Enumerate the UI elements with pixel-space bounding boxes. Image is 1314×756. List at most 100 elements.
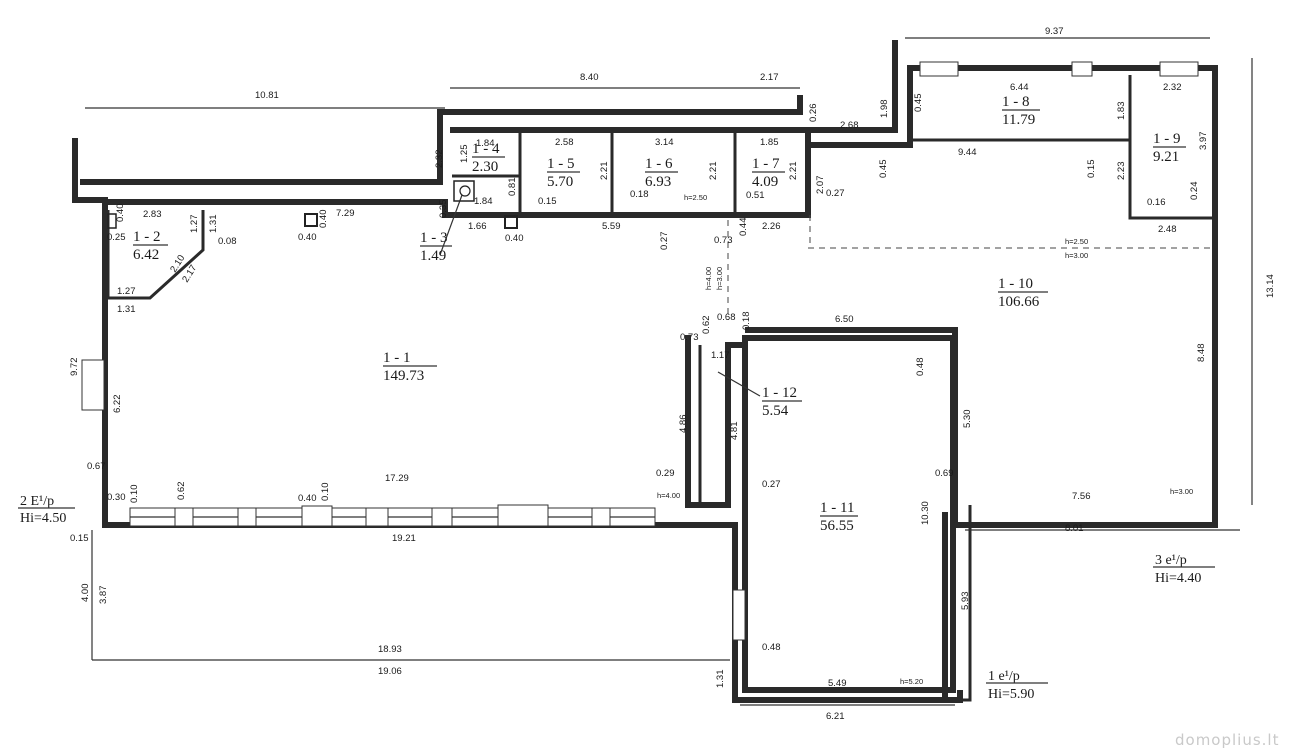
- level-mark: 1 e¹/p: [988, 669, 1020, 684]
- dimension: 17.29: [385, 473, 409, 484]
- toilet-icon: [453, 180, 475, 202]
- level-marks: 2 E¹/p Hi=4.50 3 e¹/p Hi=4.40 1 e¹/p Hi=…: [18, 494, 1215, 702]
- dimension: 1.27: [117, 286, 136, 297]
- dimension: 0.62: [701, 316, 712, 335]
- dimension: 0.48: [915, 358, 926, 377]
- dimension: 1.83: [1116, 102, 1127, 121]
- dimension: 1.84: [476, 138, 495, 149]
- dimension: 6.21: [826, 711, 845, 722]
- height-note: h=4.00: [704, 267, 713, 290]
- dimension: 0.45: [878, 160, 889, 179]
- dimension: 0.24: [1189, 182, 1200, 201]
- dimension: 0.40: [298, 232, 317, 243]
- dimension: 2.21: [599, 162, 610, 181]
- room-area: 2.30: [472, 159, 498, 175]
- room-labels: 1 - 1 149.73 1 - 2 6.42 1 - 3 1.49 1 - 4…: [133, 94, 1186, 534]
- dimension: 0.40: [298, 493, 317, 504]
- room-area: 11.79: [1002, 112, 1035, 128]
- dimension: 1.31: [715, 670, 726, 689]
- dimension: 1.84: [474, 196, 493, 207]
- dimension: 0.25: [107, 232, 126, 243]
- level-height: Hi=4.40: [1155, 571, 1201, 586]
- level-mark: 2 E¹/p: [20, 494, 54, 509]
- dimension: 19.21: [392, 533, 416, 544]
- dimension: 0.73: [680, 332, 699, 343]
- dimension: 2.32: [1163, 82, 1182, 93]
- dimension: 2.17: [760, 72, 779, 83]
- dimension: 8.40: [580, 72, 599, 83]
- dimension: 9.44: [958, 147, 977, 158]
- dimension: 0.44: [738, 218, 749, 237]
- column-icon: [304, 213, 318, 227]
- dimension: 0.16: [1147, 197, 1166, 208]
- dimension: 4.00: [80, 584, 91, 603]
- room-area: 9.21: [1153, 149, 1179, 165]
- height-note: h=3.00: [1170, 487, 1193, 496]
- room-id: 1 - 4: [472, 141, 500, 157]
- dimension: 5.30: [962, 410, 973, 429]
- dimensions: 10.81 8.40 2.17 9.37 6.44 2.32 1.98 0.26…: [69, 26, 1276, 722]
- dimension: 5.59: [602, 221, 621, 232]
- dimension: 0.29: [656, 468, 675, 479]
- dimension: 5.49: [828, 678, 847, 689]
- dimension: 3.87: [98, 586, 109, 605]
- dimension: 1.17: [711, 350, 730, 361]
- room-area: 106.66: [998, 294, 1040, 310]
- dimension: 0.18: [630, 189, 649, 200]
- dimension: 19.06: [378, 666, 402, 677]
- height-note: h=2.50: [684, 193, 707, 202]
- dimension: 4.86: [678, 415, 689, 434]
- dimension: 1.31: [208, 215, 219, 234]
- height-note: h=4.00: [657, 491, 680, 500]
- dimension: 5.93: [960, 592, 971, 611]
- dimension: 10.81: [255, 90, 279, 101]
- dimension: 0.27: [762, 479, 781, 490]
- watermark: domoplius.lt: [1175, 731, 1279, 749]
- dimension: 1.66: [468, 221, 487, 232]
- dimension: 2.23: [1116, 162, 1127, 181]
- dimension: 0.15: [1086, 160, 1097, 179]
- room-id: 1 - 9: [1153, 131, 1181, 147]
- room-id: 1 - 6: [645, 156, 673, 172]
- room-id: 1 - 3: [420, 230, 448, 246]
- room-area: 5.70: [547, 174, 573, 190]
- dimension: 0.27: [659, 232, 670, 251]
- dimension: 0.18: [741, 312, 752, 331]
- level-height: Hi=5.90: [988, 687, 1034, 702]
- dimension: 7.56: [1072, 491, 1091, 502]
- dimension: 2.58: [555, 137, 574, 148]
- dimension: 6.50: [835, 314, 854, 325]
- room-area: 4.09: [752, 174, 778, 190]
- room-area: 149.73: [383, 368, 424, 384]
- dimension: 6.22: [112, 395, 123, 414]
- room-id: 1 - 10: [998, 276, 1033, 292]
- dimension: 8.48: [1196, 344, 1207, 363]
- dimension: 0.68: [717, 312, 736, 323]
- dimension: 0.45: [913, 94, 924, 113]
- dimension-lines: [85, 37, 1253, 706]
- dimension: 0.51: [746, 190, 765, 201]
- dimension: 13.14: [1265, 274, 1276, 298]
- dimension: 2.26: [762, 221, 781, 232]
- room-id: 1 - 8: [1002, 94, 1030, 110]
- room-area: 5.54: [762, 403, 789, 419]
- dimension: 2.32: [434, 150, 445, 169]
- level-height: Hi=4.50: [20, 511, 66, 526]
- dimension: 3.14: [655, 137, 674, 148]
- dimension: 0.40: [115, 204, 126, 223]
- dimension: 2.21: [708, 162, 719, 181]
- dimension: 9.72: [69, 358, 80, 377]
- dimension: 1.98: [879, 100, 890, 119]
- dimension: 1.85: [760, 137, 779, 148]
- dimension: 2.48: [1158, 224, 1177, 235]
- dimension: 7.29: [336, 208, 355, 219]
- dimension: 0.40: [318, 210, 329, 229]
- dimension: 0.73: [714, 235, 733, 246]
- height-notes: h=2.50 h=2.50 h=3.00 h=4.00 h=3.00 h=4.0…: [657, 193, 1193, 686]
- dimension: 0.08: [218, 236, 237, 247]
- dimension: 0.40: [505, 233, 524, 244]
- walls: [72, 40, 1218, 703]
- room-id: 1 - 12: [762, 385, 797, 401]
- dimension: 0.10: [320, 483, 331, 502]
